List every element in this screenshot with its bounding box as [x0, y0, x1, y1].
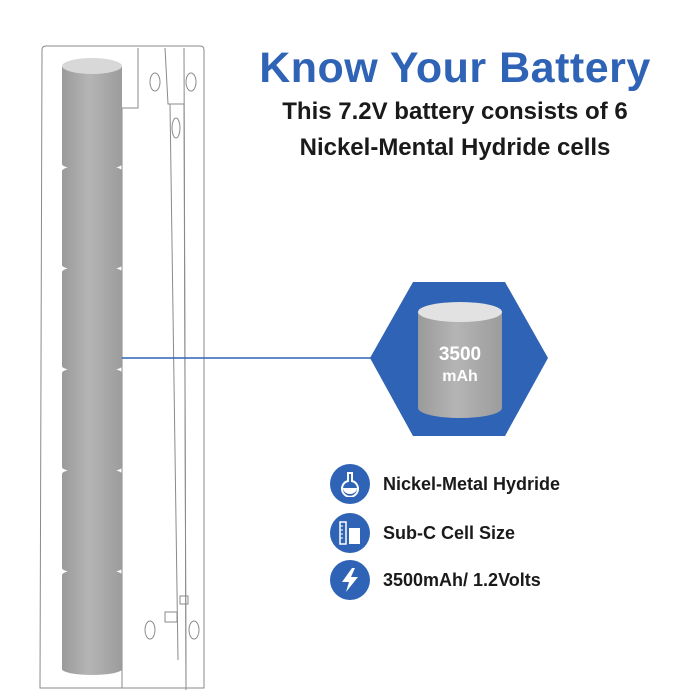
- page-title: Know Your Battery: [259, 44, 651, 92]
- battery-cell: [62, 468, 122, 574]
- battery-cell: [62, 165, 122, 271]
- feature-label: Nickel-Metal Hydride: [383, 473, 561, 494]
- cell-size-icon: [330, 513, 370, 553]
- battery-cell-top: [62, 58, 122, 74]
- flask-icon: [330, 464, 370, 504]
- feature-cell-size: Sub-C Cell Size: [330, 513, 515, 553]
- battery-case-outline: [39, 45, 205, 691]
- feature-label: 3500mAh/ 1.2Volts: [383, 569, 541, 590]
- feature-chemistry: Nickel-Metal Hydride: [330, 464, 560, 504]
- cell-capacity-unit: mAh: [442, 368, 478, 385]
- subtitle-line-2: Nickel-Mental Hydride cells: [299, 134, 611, 161]
- cell-cylinder-icon: [418, 302, 502, 418]
- battery-cell: [62, 367, 122, 473]
- lightning-icon: [330, 560, 370, 600]
- subtitle-line-1: This 7.2V battery consists of 6: [282, 98, 628, 125]
- battery-cell: [62, 66, 122, 170]
- feature-capacity-voltage: 3500mAh/ 1.2Volts: [330, 560, 541, 600]
- cell-capacity: 3500: [438, 344, 482, 365]
- battery-cells: [62, 58, 122, 675]
- battery-cell: [62, 569, 122, 675]
- feature-label: Sub-C Cell Size: [383, 522, 516, 543]
- battery-cell: [62, 266, 122, 372]
